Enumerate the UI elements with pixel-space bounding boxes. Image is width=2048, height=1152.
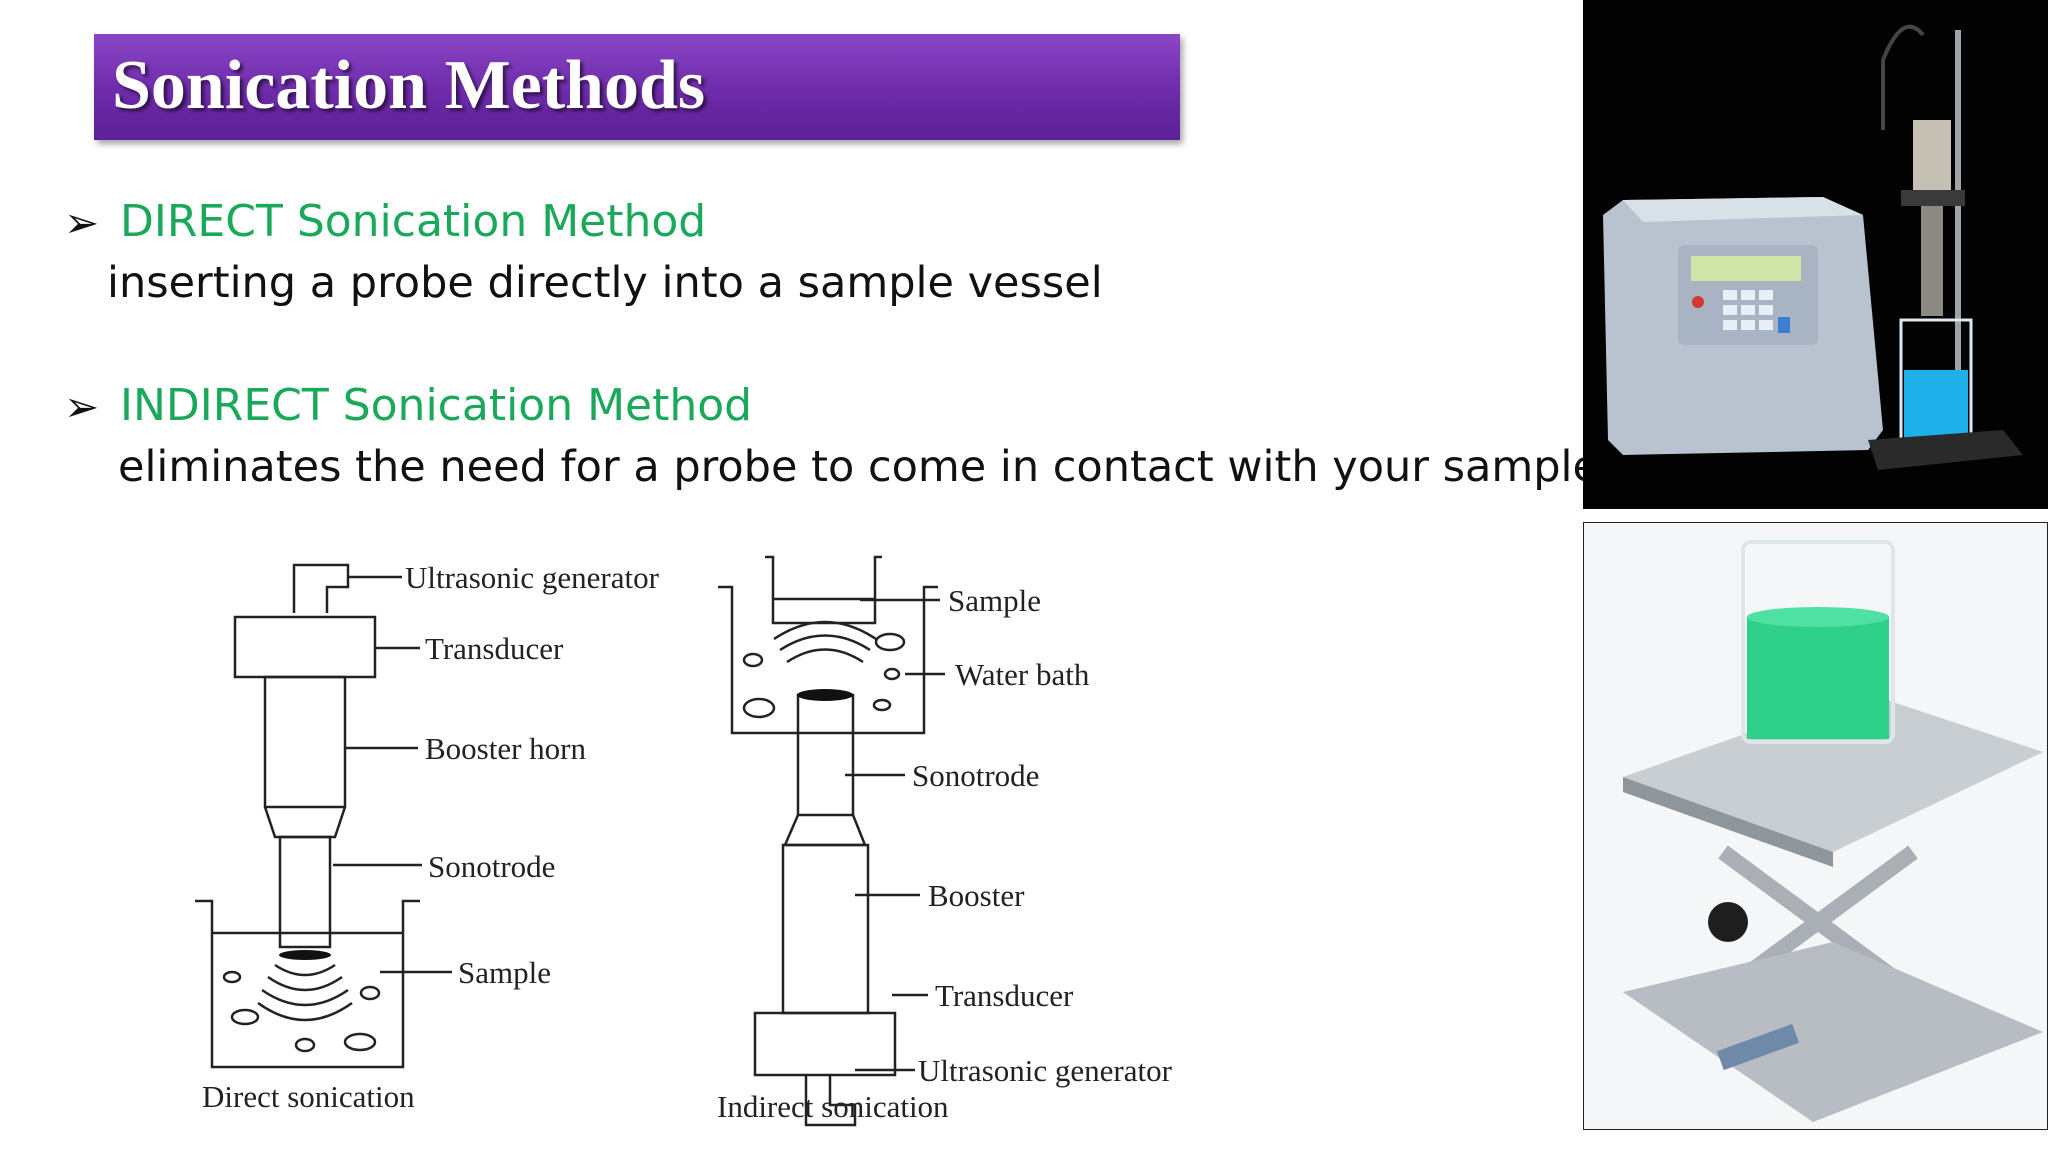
label-indirect-sample: Sample [948, 583, 1041, 618]
direct-sonotrode-shape [278, 835, 332, 949]
arrow-bullet-icon: ➢ [64, 198, 100, 247]
direct-booster-shape [263, 675, 347, 809]
indirect-probe-tip [797, 689, 853, 701]
indirect-generator-shape [804, 1075, 857, 1127]
ultrasonic-processor-photo [1583, 0, 2048, 509]
title-banner: Sonication Methods [94, 34, 1180, 140]
indirect-sample-shape [765, 555, 882, 625]
sonication-schematic: Ultrasonic generator Transducer Booster … [195, 555, 1173, 1127]
indirect-transducer-shape [753, 1011, 897, 1077]
slide-title: Sonication Methods [112, 47, 706, 124]
direct-method-heading: DIRECT Sonication Method [120, 196, 707, 247]
jack-knob-icon [1708, 902, 1748, 942]
direct-transducer-shape [233, 615, 377, 679]
label-indirect-water-bath: Water bath [955, 657, 1090, 692]
label-direct-sonotrode: Sonotrode [428, 849, 555, 884]
direct-taper-shape [263, 806, 347, 839]
arrow-bullet-icon: ➢ [64, 382, 100, 431]
label-direct-booster-horn: Booster horn [425, 731, 587, 766]
label-direct-ultrasonic-generator: Ultrasonic generator [405, 560, 660, 595]
direct-vessel-shape [195, 899, 420, 1069]
label-direct-sample: Sample [458, 955, 551, 990]
indirect-taper-shape [783, 814, 867, 847]
indirect-method-description: eliminates the need for a probe to come … [118, 442, 1613, 492]
label-direct-transducer: Transducer [425, 631, 564, 666]
indirect-method-heading: INDIRECT Sonication Method [120, 380, 753, 431]
label-indirect-sonotrode: Sonotrode [912, 758, 1039, 793]
direct-method-description: inserting a probe directly into a sample… [107, 258, 1103, 308]
direct-generator-shape [292, 563, 350, 613]
label-indirect-booster: Booster [928, 878, 1025, 913]
direct-probe-tip [279, 950, 331, 960]
label-indirect-ultrasonic-generator: Ultrasonic generator [918, 1053, 1173, 1088]
caption-indirect-sonication: Indirect sonication [717, 1089, 949, 1124]
indirect-booster-shape [781, 843, 870, 1015]
caption-direct-sonication: Direct sonication [202, 1079, 415, 1114]
indirect-bath-shape [718, 585, 938, 735]
lab-jack-beaker-photo [1583, 522, 2048, 1130]
indirect-sonotrode-shape [796, 693, 855, 817]
label-indirect-transducer: Transducer [935, 978, 1074, 1013]
